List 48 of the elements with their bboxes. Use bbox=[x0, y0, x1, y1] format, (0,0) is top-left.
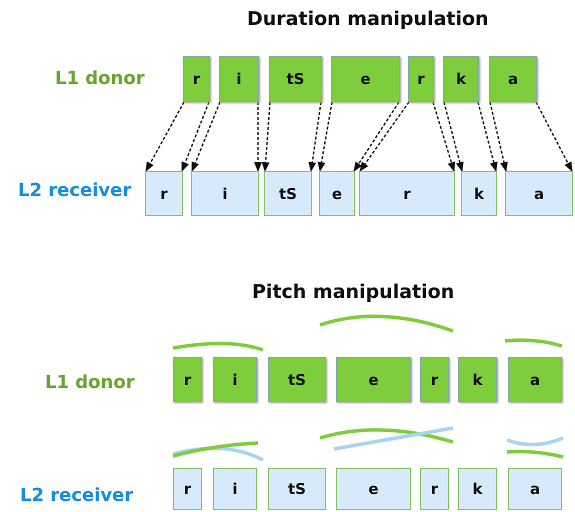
donor-phone-box: k bbox=[443, 56, 479, 102]
donor-phone-box: r bbox=[408, 56, 434, 102]
dashed-arrow bbox=[318, 102, 333, 172]
dashed-arrow bbox=[359, 102, 410, 172]
receiver-phone-box: i bbox=[213, 468, 257, 510]
dashed-arrow bbox=[353, 102, 400, 172]
donor-phone-box: r bbox=[183, 56, 210, 102]
donor-phone-box: k bbox=[458, 357, 497, 402]
donor-phone-box: tS bbox=[268, 357, 326, 402]
donor-phone-box: e bbox=[336, 357, 411, 402]
receiver-phone-box: a bbox=[508, 468, 562, 510]
dashed-arrow bbox=[191, 102, 221, 172]
receiver-phone-box: r bbox=[359, 171, 455, 216]
donor-phone-box: tS bbox=[269, 56, 322, 102]
dashed-arrow bbox=[477, 102, 498, 172]
dashed-arrow bbox=[432, 102, 456, 172]
receiver-phone-box: e bbox=[336, 468, 411, 510]
receiver-phone-box: r bbox=[145, 171, 183, 216]
dashed-arrow bbox=[535, 102, 573, 172]
row-label: L1 donor bbox=[55, 68, 145, 89]
receiver-phone-box: tS bbox=[268, 468, 326, 510]
donor-phone-box: i bbox=[219, 56, 259, 102]
receiver-phone-box: k bbox=[458, 468, 497, 510]
dashed-arrow bbox=[145, 102, 185, 172]
dashed-arrow bbox=[262, 102, 271, 172]
dashed-arrow bbox=[443, 102, 464, 172]
receiver-phone-box: e bbox=[319, 171, 355, 216]
donor-phone-box: r bbox=[420, 357, 449, 402]
donor-phone-box: a bbox=[489, 56, 537, 102]
donor-phone-box: i bbox=[213, 357, 257, 402]
receiver-phone-box: k bbox=[461, 171, 497, 216]
donor-phone-box: e bbox=[331, 56, 400, 102]
section-title: Duration manipulation bbox=[247, 8, 489, 30]
section-title: Pitch manipulation bbox=[252, 281, 454, 303]
dashed-arrow bbox=[489, 102, 508, 172]
receiver-phone-box: i bbox=[191, 171, 259, 216]
dashed-arrow bbox=[181, 102, 210, 172]
row-label: L1 donor bbox=[45, 372, 135, 393]
receiver-phone-box: r bbox=[173, 468, 202, 510]
receiver-phone-box: r bbox=[420, 468, 449, 510]
donor-phone-box: r bbox=[173, 357, 202, 402]
row-label: L2 receiver bbox=[18, 180, 132, 201]
dashed-arrow bbox=[254, 102, 262, 172]
dashed-arrow bbox=[308, 102, 322, 172]
receiver-phone-box: a bbox=[505, 171, 573, 216]
row-label: L2 receiver bbox=[20, 485, 134, 506]
receiver-phone-box: tS bbox=[264, 171, 312, 216]
donor-phone-box: a bbox=[508, 357, 562, 402]
